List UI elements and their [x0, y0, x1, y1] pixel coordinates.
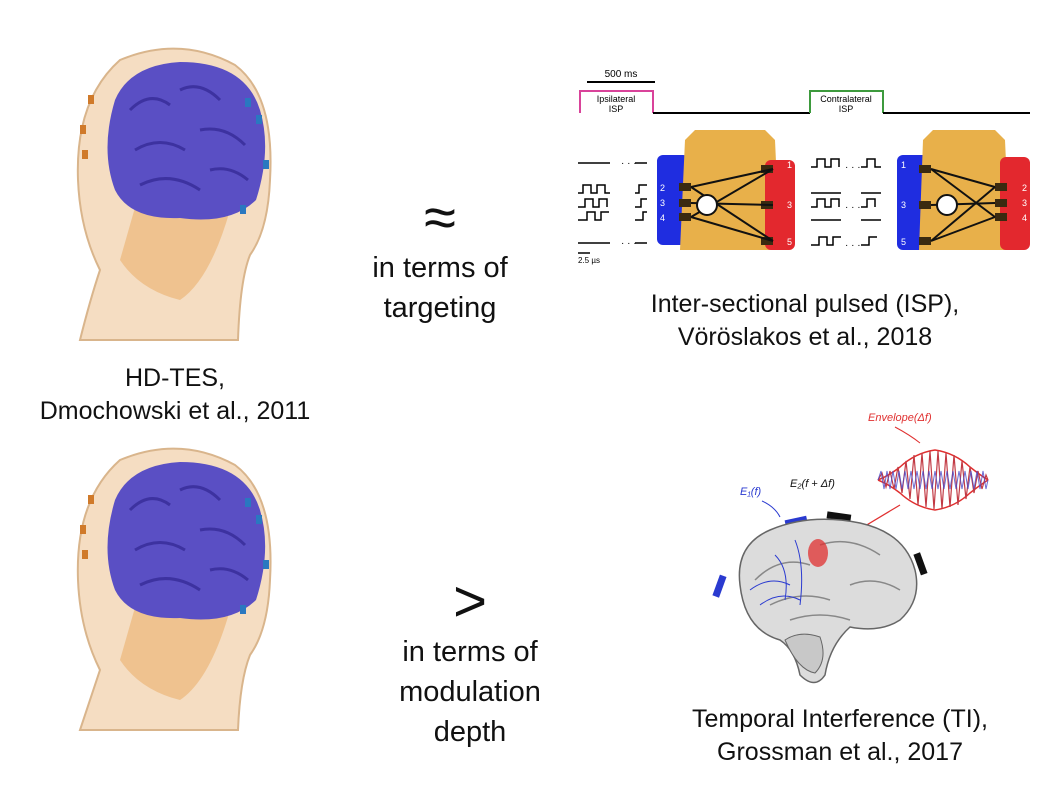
electrodes-right — [240, 98, 269, 214]
approx-symbol: ≈ — [424, 185, 456, 250]
isp-label: Inter-sectional pulsed (ISP), Vöröslakos… — [575, 288, 1035, 354]
skull-right: 1 3 5 2 3 4 — [897, 130, 1030, 250]
ti-diagram: Envelope(Δf) E₂(f + Δf) E₁(f) — [712, 412, 990, 684]
comparison-bottom-line1: in terms of — [402, 636, 538, 668]
svg-text:1: 1 — [787, 160, 792, 170]
pulse-trains-left — [578, 162, 647, 244]
scale-bar-label: 500 ms — [605, 69, 638, 80]
stimulation-focus — [808, 539, 828, 567]
isp-diagram: 500 ms Ipsilateral ISP Contralateral ISP… — [578, 69, 1030, 265]
isp-label-line1: Inter-sectional pulsed (ISP), — [650, 290, 960, 318]
svg-text:· · ·: · · · — [845, 162, 861, 173]
contralateral-label-2: ISP — [839, 104, 854, 114]
comparison-bottom-line2: modulation — [399, 676, 541, 708]
comparison-top-line2: targeting — [383, 292, 497, 324]
electrodes-left — [80, 495, 94, 559]
pulse-trains-middle — [811, 158, 881, 246]
time-bar-label: 2.5 µs — [578, 256, 600, 265]
electrodes-right — [240, 498, 269, 614]
svg-text:5: 5 — [901, 237, 906, 247]
envelope-waveform — [875, 445, 990, 515]
svg-text:3: 3 — [1022, 198, 1027, 208]
brain-sagittal — [738, 518, 918, 684]
hdtes-label-line2: Dmochowski et al., 2011 — [39, 397, 311, 425]
electrode-e1-side — [712, 574, 727, 598]
ipsilateral-label-2: ISP — [609, 104, 624, 114]
comparison-bottom: > in terms of modulation depth — [360, 572, 580, 752]
skull-left: 2 3 4 1 3 5 — [657, 130, 795, 250]
svg-text:· · ·: · · · — [845, 240, 861, 251]
hdtes-head-model-top — [76, 47, 272, 341]
svg-text:4: 4 — [1022, 213, 1027, 223]
electrode-e2-back — [913, 552, 928, 576]
e1-label: E₁(f) — [740, 486, 762, 498]
ti-label-line1: Temporal Interference (TI), — [692, 705, 988, 733]
isp-label-line2: Vöröslakos et al., 2018 — [677, 323, 933, 351]
ti-label: Temporal Interference (TI), Grossman et … — [620, 703, 1058, 769]
e2-label: E₂(f + Δf) — [790, 478, 835, 490]
svg-text:2: 2 — [1022, 183, 1027, 193]
brain-model — [107, 462, 266, 620]
comparison-top-line1: in terms of — [372, 252, 508, 284]
envelope-label: Envelope(Δf) — [868, 412, 932, 424]
svg-text:· · ·: · · · — [845, 202, 861, 213]
svg-text:3: 3 — [901, 200, 906, 210]
comparison-bottom-line3: depth — [433, 716, 507, 748]
electrodes-left — [80, 95, 94, 159]
comparison-top: ≈ in terms of targeting — [330, 188, 550, 328]
svg-text:4: 4 — [660, 213, 665, 223]
svg-text:3: 3 — [787, 200, 792, 210]
ipsilateral-label-1: Ipsilateral — [597, 94, 636, 104]
greater-than-symbol: > — [453, 569, 487, 634]
ti-label-line2: Grossman et al., 2017 — [717, 738, 963, 766]
hdtes-label: HD-TES, Dmochowski et al., 2011 — [10, 362, 340, 428]
brain-model — [107, 62, 266, 220]
svg-text:5: 5 — [787, 237, 792, 247]
svg-text:2: 2 — [660, 183, 665, 193]
svg-text:· · ·: · · · — [621, 238, 637, 249]
svg-text:3: 3 — [660, 198, 665, 208]
contralateral-label-1: Contralateral — [820, 94, 872, 104]
svg-text:1: 1 — [901, 160, 906, 170]
svg-text:· · ·: · · · — [621, 158, 637, 169]
hdtes-label-line1: HD-TES, — [125, 364, 225, 392]
hdtes-head-model-bottom — [76, 447, 272, 731]
